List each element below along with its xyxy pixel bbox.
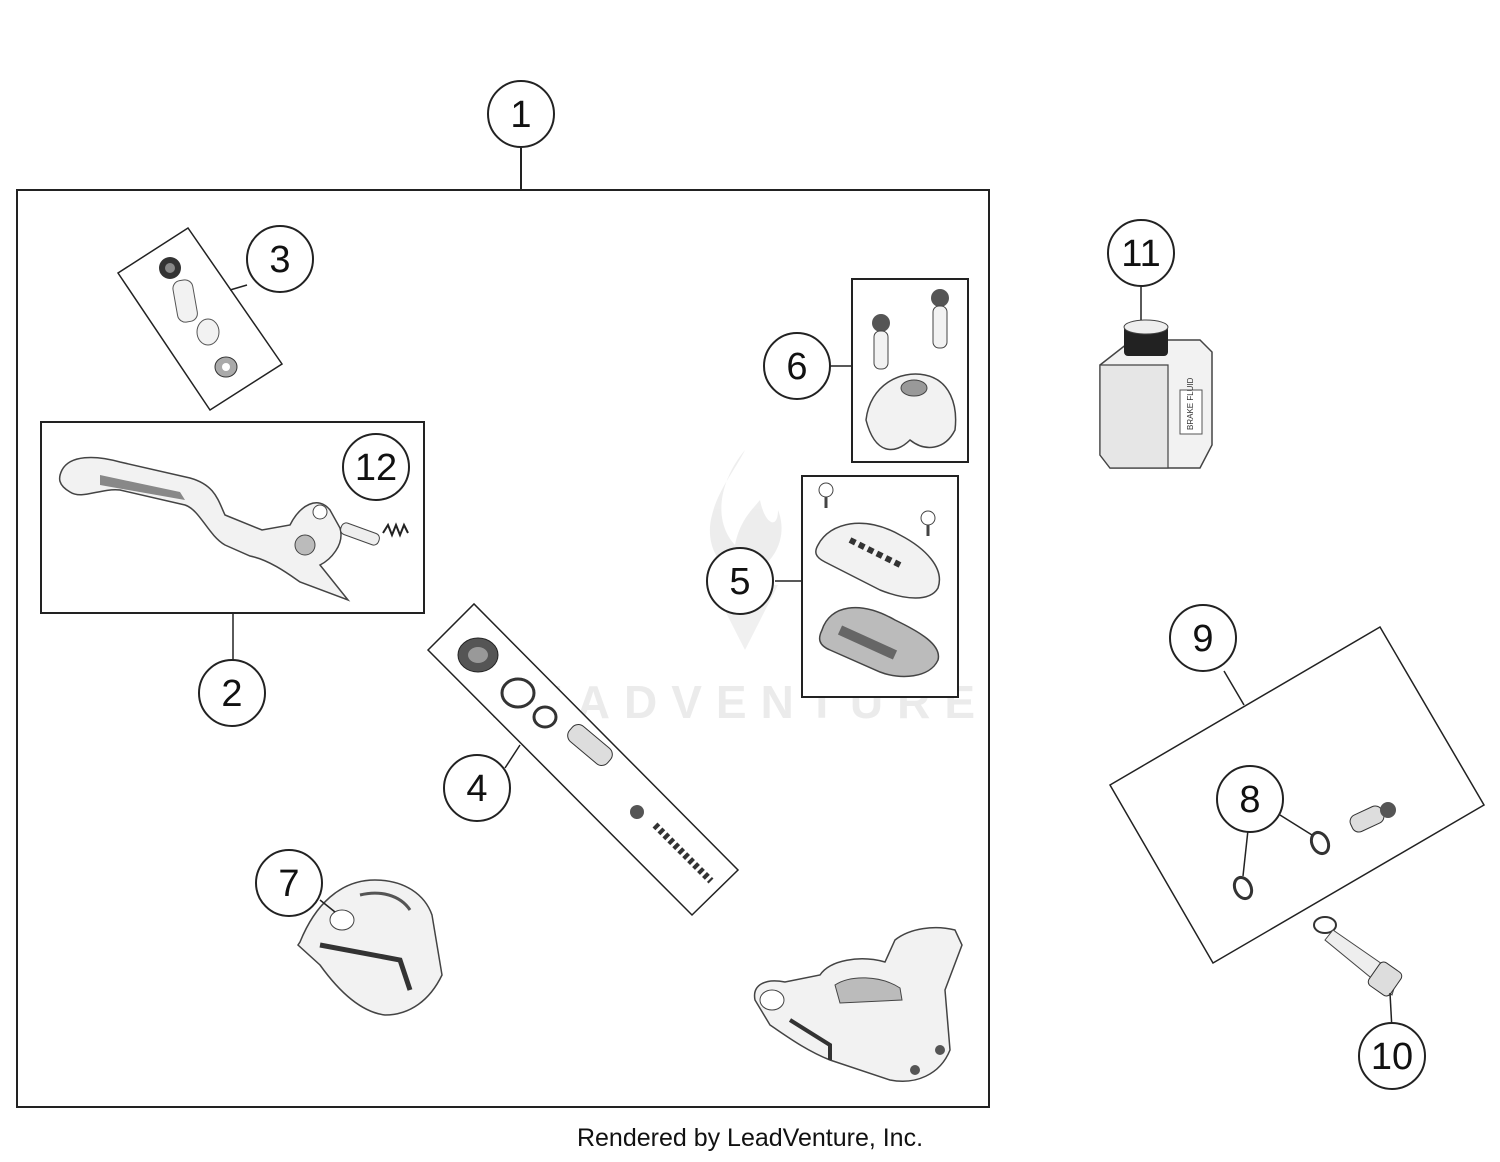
master-cylinder-body-part [753, 926, 963, 1082]
protective-cap-part [297, 879, 443, 1016]
callout-12-label: 12 [355, 447, 397, 489]
clamp-part [828, 278, 969, 463]
reservoir-cover-part [775, 475, 959, 698]
callout-12: 12 [342, 433, 410, 501]
callout-1: 1 [487, 80, 555, 148]
assembly-box [16, 189, 990, 1108]
callout-5: 5 [706, 547, 774, 615]
callout-11-label: 11 [1121, 233, 1160, 275]
banjo-fitting-part [1313, 916, 1403, 1031]
callout-11: 11 [1107, 219, 1175, 287]
callout-2-label: 2 [221, 673, 242, 715]
callout-5-label: 5 [729, 561, 750, 603]
watermark-flame-icon [709, 450, 782, 575]
callout-8: 8 [1216, 765, 1284, 833]
callout-9: 9 [1169, 604, 1237, 672]
washer-part [1232, 802, 1396, 901]
callout-9-label: 9 [1192, 618, 1213, 660]
callout-4: 4 [443, 754, 511, 822]
callout-4-label: 4 [466, 768, 487, 810]
piston-kit-part [426, 602, 740, 917]
pin-kit-part [116, 226, 284, 412]
callout-7-label: 7 [278, 863, 299, 905]
callout-6-label: 6 [786, 346, 807, 388]
callout-3-label: 3 [269, 239, 290, 281]
callout-1-label: 1 [510, 94, 531, 136]
brake-fluid-bottle-part: BRAKE FLUID [1099, 287, 1213, 469]
callout-6: 6 [763, 332, 831, 400]
callout-3: 3 [246, 225, 314, 293]
callout-10: 10 [1358, 1022, 1426, 1090]
callout-10-label: 10 [1371, 1036, 1413, 1078]
callout-2: 2 [198, 659, 266, 727]
bleeder-kit-part [1108, 625, 1486, 965]
footer-credit: Rendered by LeadVenture, Inc. [576, 1124, 924, 1152]
bottle-label: BRAKE FLUID [1186, 377, 1195, 430]
callout-7: 7 [255, 849, 323, 917]
parts-diagram: LEADVENTURE [16, 80, 1486, 1108]
callout-8-label: 8 [1239, 779, 1260, 821]
